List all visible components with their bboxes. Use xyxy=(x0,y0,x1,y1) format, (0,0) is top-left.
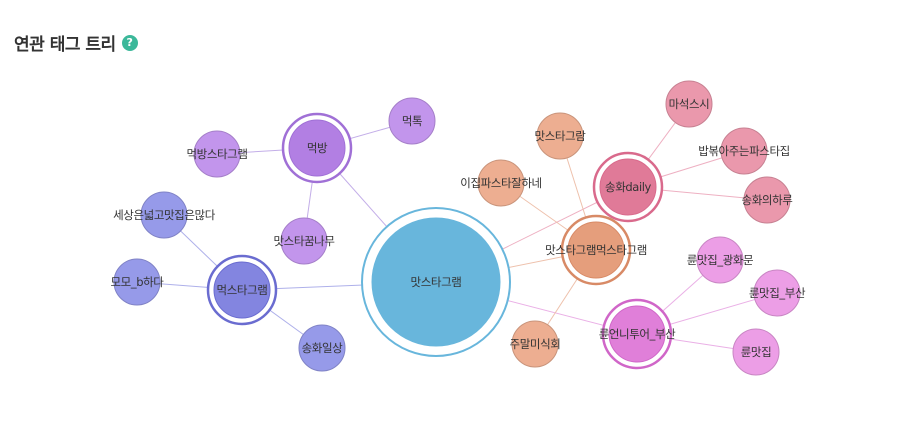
node-circle-matstakkum xyxy=(280,217,328,265)
node-label-matstagram2: 맛스타그람 xyxy=(535,129,587,143)
node-label-matstakkum: 맛스타꿈나무 xyxy=(273,234,334,248)
node-circle-ijippasta xyxy=(477,159,525,207)
tag-node-songhwaharu[interactable]: 송화의하루 xyxy=(742,176,793,224)
node-label-ryunmat: 륜맛집 xyxy=(741,345,772,359)
node-circle-matstagram2 xyxy=(536,112,584,160)
tag-node-meoktok[interactable]: 먹톡 xyxy=(388,97,436,145)
node-label-matstagrammeok: 맛스타그램먹스타그램 xyxy=(545,243,647,257)
tag-node-ryunrunner[interactable]: 륜언니투어_부산 xyxy=(599,298,677,370)
help-icon[interactable]: ? xyxy=(121,34,138,51)
tag-node-matstakkum[interactable]: 맛스타꿈나무 xyxy=(273,217,335,265)
tag-node-ryunmatgwang[interactable]: 륜맛집_광화문 xyxy=(687,236,754,284)
node-circle-jumalmisik xyxy=(511,320,559,368)
node-circle-meokbang xyxy=(288,119,346,177)
section-header: 연관 태그 트리 ? xyxy=(14,30,138,55)
node-label-sesang: 세상은넓고맛집은많다 xyxy=(113,208,216,222)
tag-node-maseoksushi[interactable]: 마석스시 xyxy=(665,80,713,128)
node-label-songhwadaily: 송화daily xyxy=(605,180,651,194)
tag-node-ryunmat[interactable]: 륜맛집 xyxy=(732,328,780,376)
node-label-ryunmatgwang: 륜맛집_광화문 xyxy=(687,253,753,267)
node-circle-maseoksushi xyxy=(665,80,713,128)
node-circle-songhwailsang xyxy=(298,324,346,372)
node-label-songhwaharu: 송화의하루 xyxy=(742,193,793,207)
tag-node-matstagram2[interactable]: 맛스타그람 xyxy=(535,112,587,160)
node-label-meokbang: 먹방 xyxy=(307,141,328,155)
tag-node-meokbang[interactable]: 먹방 xyxy=(281,112,353,184)
tag-node-meokbangsta[interactable]: 먹방스타그램 xyxy=(186,130,248,178)
tag-node-ijippasta[interactable]: 이집파스타잘하네 xyxy=(460,159,542,207)
tag-node-bapbokka[interactable]: 밥볶아주는파스타집 xyxy=(698,127,790,175)
node-circle-sesang xyxy=(140,191,188,239)
node-label-momob: 모모_b하다 xyxy=(111,275,165,289)
node-circle-matstagram xyxy=(371,217,501,347)
node-circle-bapbokka xyxy=(720,127,768,175)
node-circle-ryunmat xyxy=(732,328,780,376)
node-label-ryunmatbusan: 륜맛집_부산 xyxy=(749,286,806,300)
node-label-meokbangsta: 먹방스타그램 xyxy=(186,147,247,161)
tag-node-meokstagram[interactable]: 먹스타그램 xyxy=(206,254,278,326)
tag-node-songhwailsang[interactable]: 송화일상 xyxy=(298,324,346,372)
node-circle-momob xyxy=(113,258,161,306)
tag-node-sesang[interactable]: 세상은넓고맛집은많다 xyxy=(113,191,216,239)
node-circle-ryunmatbusan xyxy=(753,269,801,317)
node-circle-meoktok xyxy=(388,97,436,145)
node-circle-ryunmatgwang xyxy=(696,236,744,284)
node-label-ryunrunner: 륜언니투어_부산 xyxy=(599,327,676,341)
node-label-jumalmisik: 주말미식회 xyxy=(510,337,561,351)
node-circle-songhwaharu xyxy=(743,176,791,224)
node-label-bapbokka: 밥볶아주는파스타집 xyxy=(698,144,790,158)
node-label-meokstagram: 먹스타그램 xyxy=(217,283,268,297)
node-circle-meokstagram xyxy=(213,261,271,319)
node-circle-meokbangsta xyxy=(193,130,241,178)
section-title: 연관 태그 트리 xyxy=(14,35,116,55)
tag-node-jumalmisik[interactable]: 주말미식회 xyxy=(510,320,561,368)
tag-node-songhwadaily[interactable]: 송화daily xyxy=(592,151,664,223)
node-label-matstagram: 맛스타그램 xyxy=(411,275,462,289)
node-circle-ryunrunner xyxy=(608,305,666,363)
node-circle-matstagrammeok xyxy=(567,221,625,279)
node-label-songhwailsang: 송화일상 xyxy=(302,341,344,355)
tag-node-matstagrammeok[interactable]: 맛스타그램먹스타그램 xyxy=(545,214,647,286)
tag-node-momob[interactable]: 모모_b하다 xyxy=(111,258,165,306)
node-circle-songhwadaily xyxy=(599,158,657,216)
node-label-meoktok: 먹톡 xyxy=(402,114,422,128)
tag-node-matstagram[interactable]: 맛스타그램 xyxy=(361,207,511,357)
node-label-ijippasta: 이집파스타잘하네 xyxy=(460,176,541,190)
node-label-maseoksushi: 마석스시 xyxy=(669,97,710,111)
tag-node-ryunmatbusan[interactable]: 륜맛집_부산 xyxy=(749,269,806,317)
